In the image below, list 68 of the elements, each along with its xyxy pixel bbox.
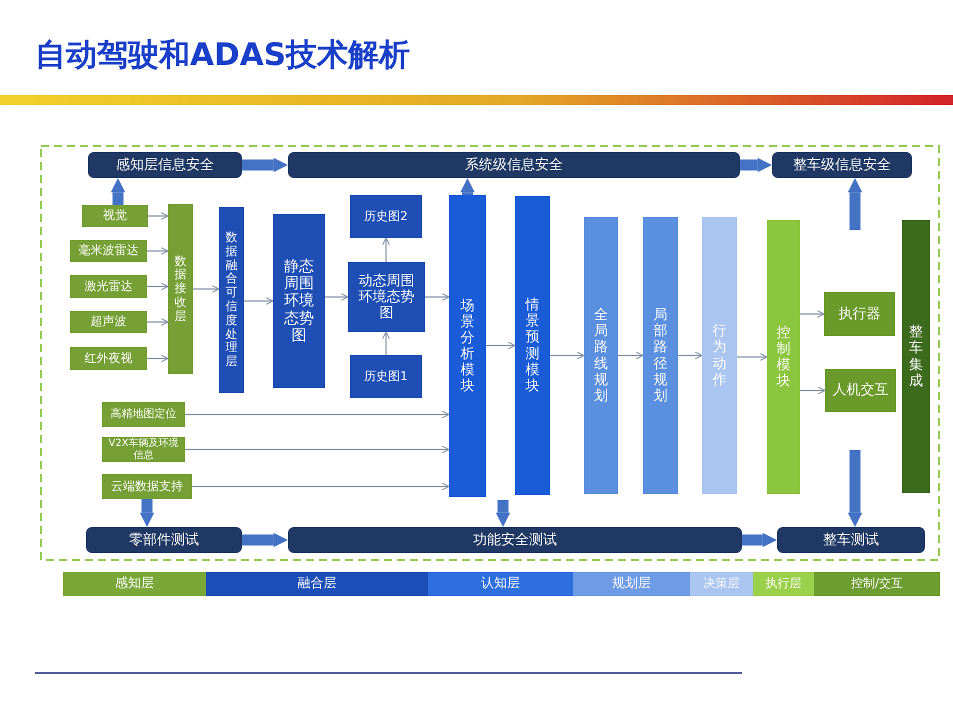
layer-band: 认知层: [428, 572, 573, 596]
map-box: 静态周围环境态势图: [273, 214, 325, 388]
arrow: [678, 352, 702, 360]
block-arrow: [740, 158, 772, 172]
layer-band: 融合层: [206, 572, 428, 596]
module-column: 全局路线规划: [584, 217, 618, 494]
arrow: [147, 282, 168, 290]
arrow: [185, 446, 450, 454]
arrow: [185, 410, 450, 418]
sensor-box: 超声波: [70, 311, 147, 333]
module-column: 行为动作: [702, 217, 737, 494]
input-box: 高精地图定位: [102, 402, 185, 427]
test-box: 整车测试: [777, 527, 925, 553]
arrow: [148, 212, 168, 220]
integration-column: 整车集成: [902, 220, 930, 493]
title: 自动驾驶和ADAS技术解析: [35, 36, 410, 75]
output-box: 人机交互: [825, 369, 896, 412]
module-column: 控制模块: [767, 220, 800, 494]
block-arrow: [242, 532, 288, 548]
sensor-box: 视觉: [82, 205, 148, 227]
arrow: [425, 293, 450, 301]
block-arrow: [742, 532, 777, 548]
arrow: [193, 285, 220, 293]
arrow: [325, 293, 348, 301]
input-box: V2X车辆及环境信息: [102, 437, 185, 462]
sensor-box: 毫米波雷达: [70, 240, 147, 262]
map-box: 历史图1: [350, 355, 422, 398]
security-box: 系统级信息安全: [288, 152, 740, 178]
module-column: 局部路径规划: [643, 217, 678, 494]
map-box: 动态周围环境态势图: [348, 262, 425, 332]
test-box: 功能安全测试: [288, 527, 742, 553]
layer-band: 决策层: [690, 572, 753, 596]
output-box: 执行器: [824, 292, 895, 336]
test-box: 零部件测试: [86, 527, 242, 553]
sensor-box: 激光雷达: [70, 275, 147, 298]
arrow: [382, 332, 390, 355]
block-arrow: [242, 158, 288, 172]
layer-column: 数据接收层: [168, 204, 193, 374]
arrow: [550, 352, 584, 360]
arrow: [244, 297, 274, 305]
block-arrow: [496, 500, 510, 527]
module-column: 情景预测模块: [515, 196, 550, 495]
input-box: 云端数据支持: [102, 474, 192, 499]
arrow: [147, 354, 168, 362]
arrow: [382, 238, 390, 262]
arrow: [192, 482, 450, 490]
arrow: [800, 310, 824, 318]
arrow: [737, 353, 768, 361]
module-column: 场景分析模块: [449, 195, 486, 497]
layer-column: 数据融合可信度处理层: [219, 207, 244, 393]
arrow: [147, 318, 168, 326]
layer-band: 执行层: [753, 572, 814, 596]
block-arrow: [460, 178, 475, 195]
arrow: [147, 247, 168, 255]
layer-band: 感知层: [63, 572, 206, 596]
block-arrow: [110, 178, 126, 205]
arrow: [618, 352, 644, 360]
arrow: [486, 342, 516, 350]
block-arrow: [848, 450, 862, 527]
sensor-box: 红外夜视: [70, 347, 147, 370]
block-arrow: [140, 499, 154, 527]
layer-band: 控制/交互: [814, 572, 940, 596]
block-arrow: [848, 178, 862, 230]
security-box: 感知层信息安全: [88, 152, 242, 178]
map-box: 历史图2: [350, 195, 422, 238]
arrow: [800, 386, 826, 394]
layer-band: 规划层: [573, 572, 690, 596]
security-box: 整车级信息安全: [772, 152, 912, 178]
